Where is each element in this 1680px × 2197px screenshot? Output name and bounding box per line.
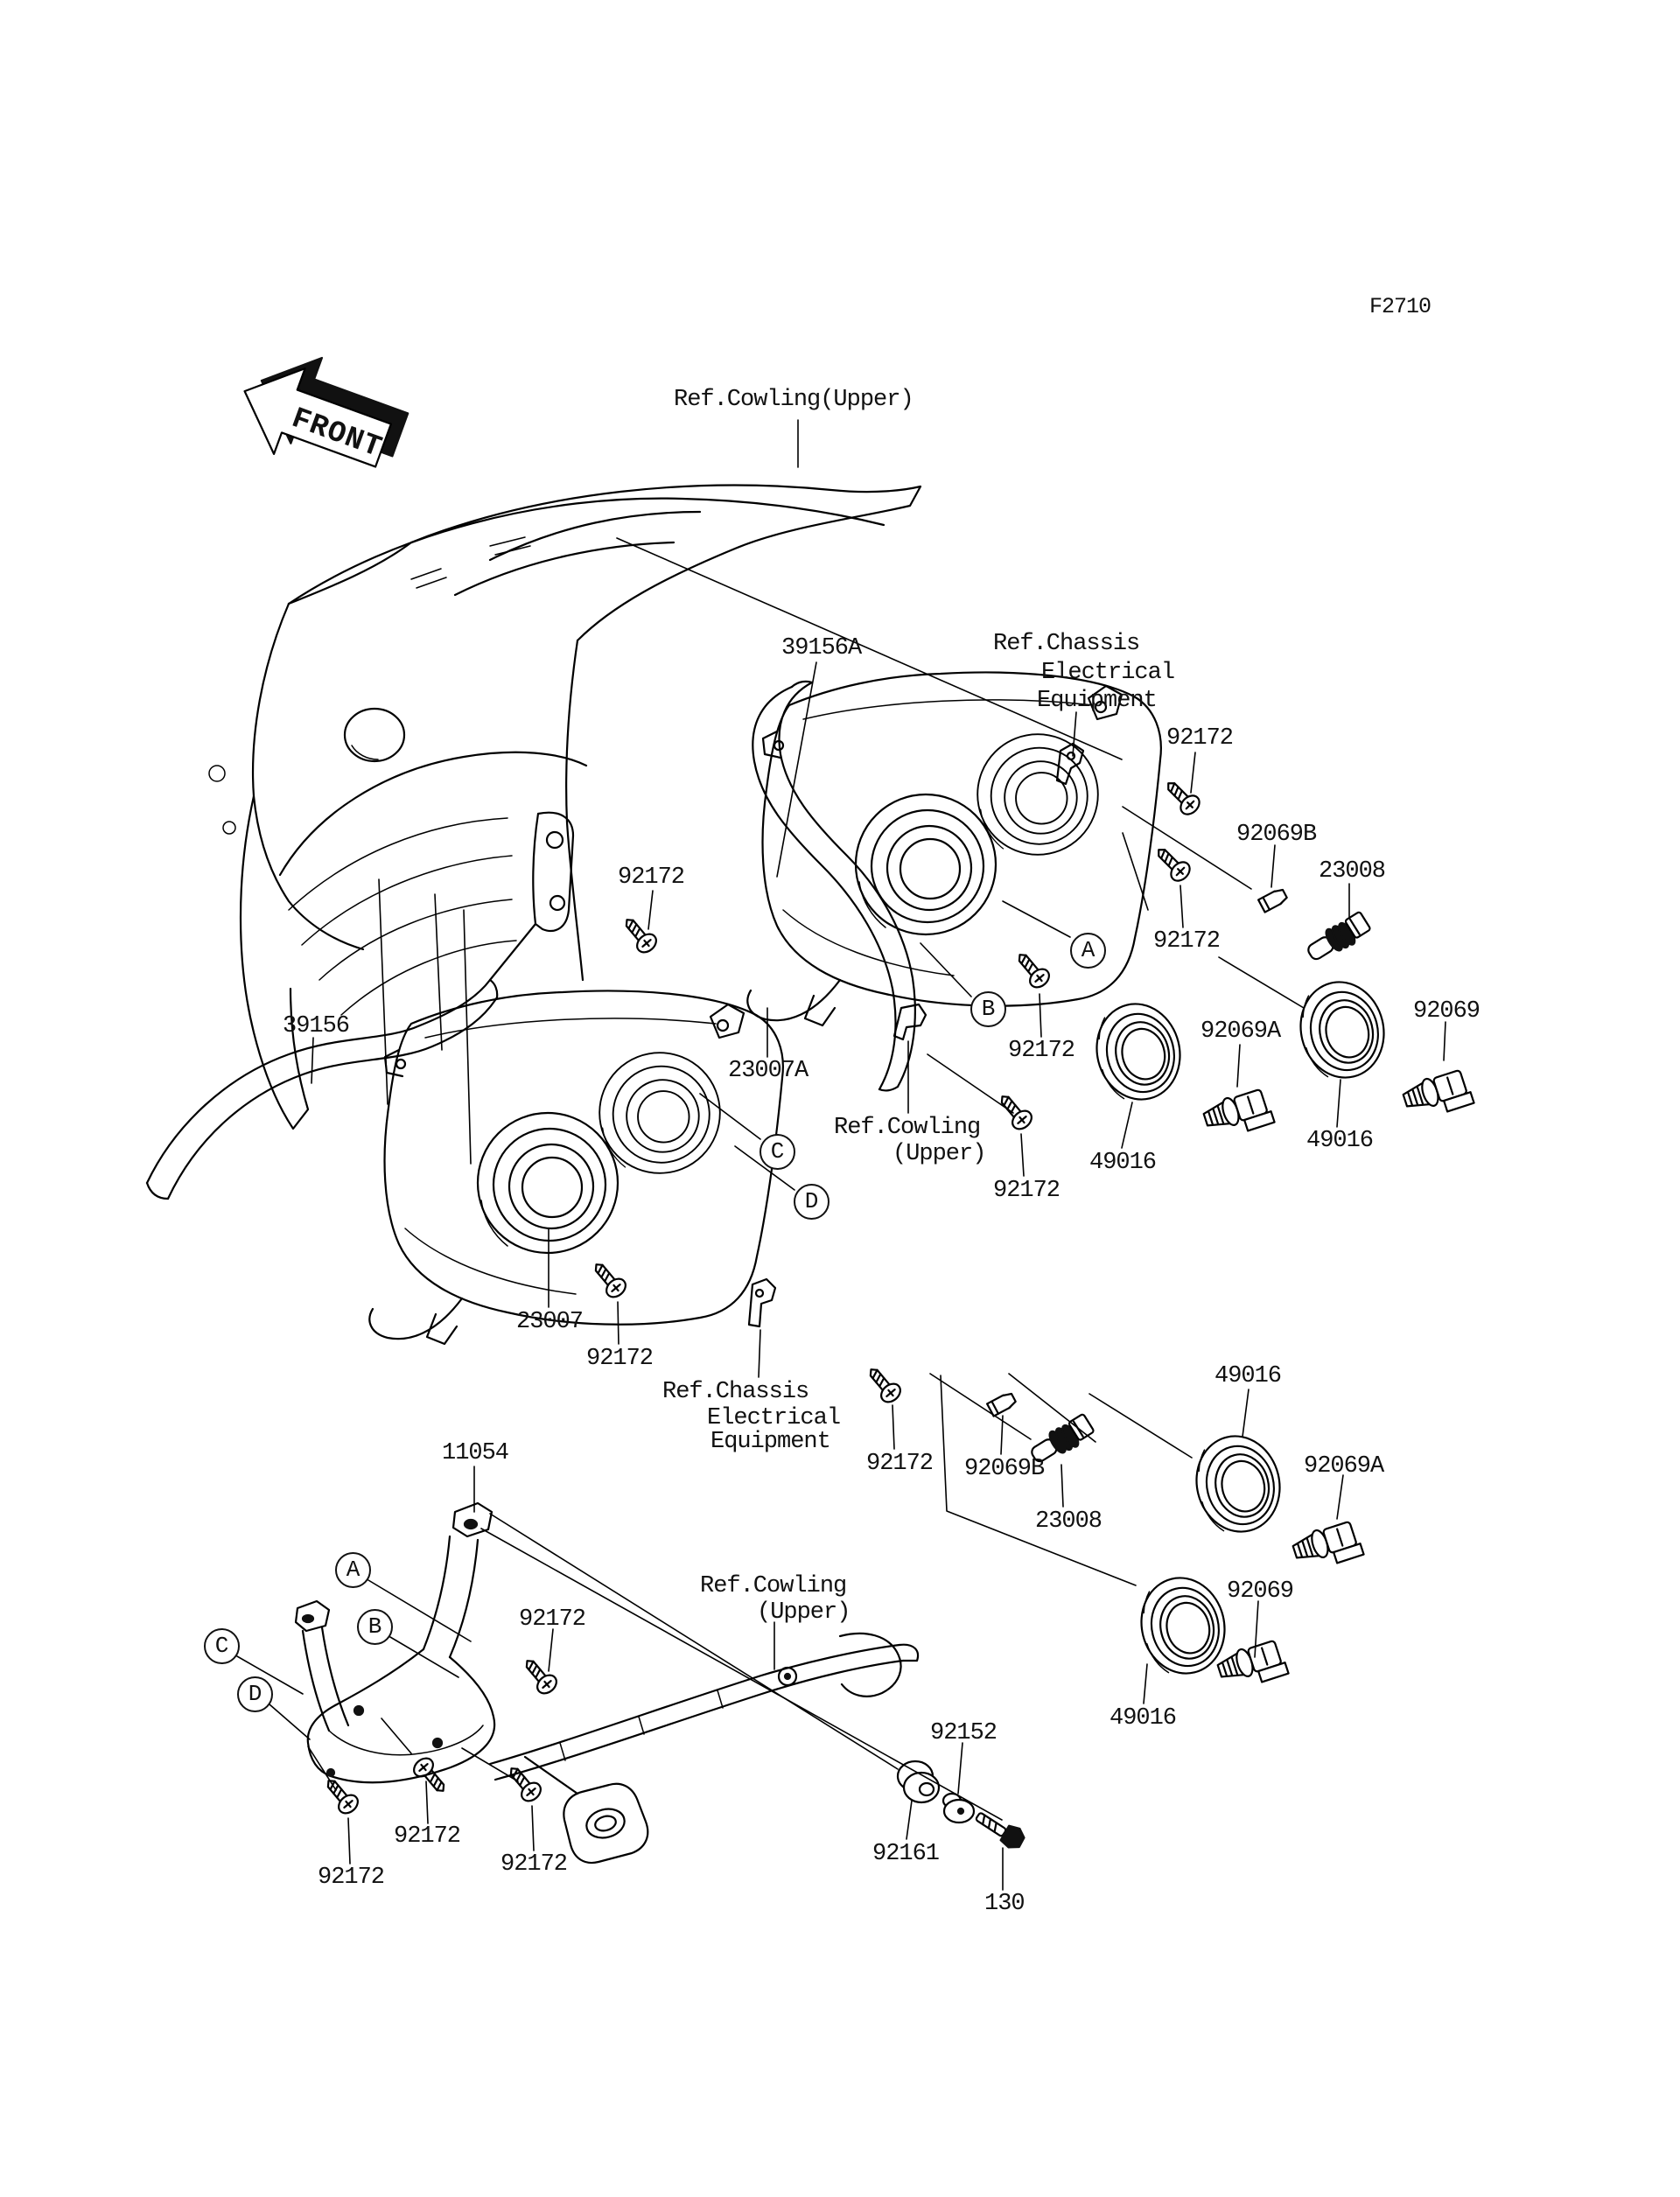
ref-cowling-mid-line2: (Upper) (892, 1141, 986, 1167)
part-label-23007: 23007 (516, 1309, 584, 1335)
headlight-unit-lower-23007 (368, 990, 784, 1346)
washer-92152 (942, 1792, 976, 1824)
part-label-92069a-mid: 92069A (1200, 1018, 1281, 1045)
part-label-49016-lowlower: 49016 (1110, 1705, 1177, 1732)
part-label-49016-midleft: 49016 (1089, 1150, 1157, 1176)
callout-a-upper: A (1070, 933, 1106, 969)
screw-92172-11 (502, 1760, 546, 1806)
callout-c-lower: C (204, 1628, 240, 1664)
part-label-92152: 92152 (930, 1720, 998, 1746)
bulb-socket-92069a-low (1289, 1517, 1365, 1576)
part-label-92172-midleft: 92172 (618, 864, 685, 891)
wedge-bulb-92069b-low (986, 1390, 1018, 1417)
part-label-92172-below23007: 92172 (586, 1346, 654, 1372)
callout-d-upper: D (794, 1184, 830, 1220)
screw-92172-4 (1011, 947, 1054, 992)
part-label-92069-mid: 92069 (1413, 998, 1480, 1025)
screw-92172-7 (862, 1361, 906, 1407)
bulb-socket-92069a-mid (1200, 1085, 1276, 1144)
retaining-ring-49016-low-upper (1185, 1426, 1292, 1542)
clip-cowling-mid (892, 1003, 928, 1041)
leader-lines (236, 419, 1446, 1891)
screw-92172-8 (518, 1653, 562, 1698)
part-label-92172-mid: 92172 (1153, 928, 1221, 955)
callout-c-upper: C (760, 1134, 795, 1170)
part-label-92161: 92161 (872, 1841, 940, 1867)
part-label-92172-midlow: 92172 (993, 1178, 1060, 1204)
wedge-bulb-92069b-top (1257, 886, 1290, 913)
projection-lines (378, 537, 1252, 1821)
part-label-92172-bracket: 92172 (519, 1606, 586, 1633)
retaining-ring-49016-mid-left (1085, 994, 1192, 1109)
retaining-ring-49016-mid-right (1289, 972, 1396, 1088)
part-label-49016-lowupper: 49016 (1214, 1363, 1282, 1389)
part-label-39156a: 39156A (781, 635, 862, 661)
screw-92172-5 (993, 1088, 1037, 1134)
part-label-23008-low: 23008 (1035, 1508, 1102, 1535)
part-label-92172-bl2: 92172 (394, 1823, 461, 1850)
callout-a-lower: A (335, 1552, 371, 1588)
front-arrow: FRONT (243, 356, 410, 468)
ref-chassis-low-line1: Ref.Chassis (662, 1379, 809, 1405)
part-label-92069a-low: 92069A (1304, 1453, 1384, 1480)
part-label-11054: 11054 (442, 1440, 509, 1466)
headlight-stay-upper (488, 811, 575, 982)
ref-cowling-low-line1: Ref.Cowling (700, 1573, 847, 1599)
ref-cowling-low-line2: (Upper) (757, 1599, 850, 1626)
clamp-chassis-electrical-top (1055, 742, 1085, 786)
callout-b-upper: B (970, 991, 1006, 1027)
screw-92172-10 (409, 1753, 452, 1799)
part-label-49016-midright: 49016 (1306, 1128, 1374, 1154)
headlight-unit-upper-23007a (746, 671, 1162, 1027)
callout-d-lower: D (237, 1676, 273, 1712)
windshield-trim-39156a (752, 680, 916, 1092)
bulb-holder-23008-top (1302, 908, 1374, 968)
part-label-92172-botmid: 92172 (866, 1451, 934, 1477)
part-label-92069b-low: 92069B (964, 1456, 1045, 1482)
part-label-92172-bl3: 92172 (500, 1851, 568, 1878)
ref-chassis-top-line1: Ref.Chassis (993, 631, 1140, 657)
screw-92172-1 (1159, 774, 1204, 819)
headlight-bracket-11054 (294, 1501, 496, 1784)
part-label-92172-top: 92172 (1166, 725, 1234, 752)
part-label-92069-low: 92069 (1227, 1578, 1294, 1605)
bulb-socket-92069-low (1214, 1636, 1290, 1695)
screw-92172-3 (618, 912, 662, 957)
ref-chassis-low-line3: Equipment (710, 1429, 831, 1455)
ref-chassis-top-line3: Equipment (1037, 688, 1158, 714)
cowling-lower-stay (488, 1632, 920, 1865)
bulb-socket-92069-mid (1399, 1066, 1475, 1124)
part-label-39156: 39156 (283, 1013, 350, 1039)
bolt-130 (975, 1812, 1026, 1849)
part-label-23007a: 23007A (728, 1058, 808, 1084)
part-label-92172-bl1: 92172 (318, 1865, 385, 1891)
part-label-130: 130 (984, 1891, 1026, 1917)
part-label-92069b-top: 92069B (1236, 822, 1317, 848)
callout-b-lower: B (357, 1609, 393, 1645)
part-label-92172-belowb: 92172 (1008, 1038, 1075, 1064)
ref-chassis-low-line2: Electrical (707, 1405, 841, 1431)
screw-92172-9 (319, 1773, 363, 1818)
ref-cowling-mid-line1: Ref.Cowling (834, 1115, 981, 1141)
screw-92172-6 (587, 1256, 631, 1302)
ref-chassis-top-line2: Electrical (1041, 660, 1175, 686)
figure-code: F2710 (1369, 294, 1432, 319)
ref-cowling-upper-top: Ref.Cowling(Upper) (674, 387, 914, 413)
part-label-23008-top: 23008 (1319, 858, 1386, 885)
clamp-chassis-electrical-low (747, 1277, 777, 1328)
